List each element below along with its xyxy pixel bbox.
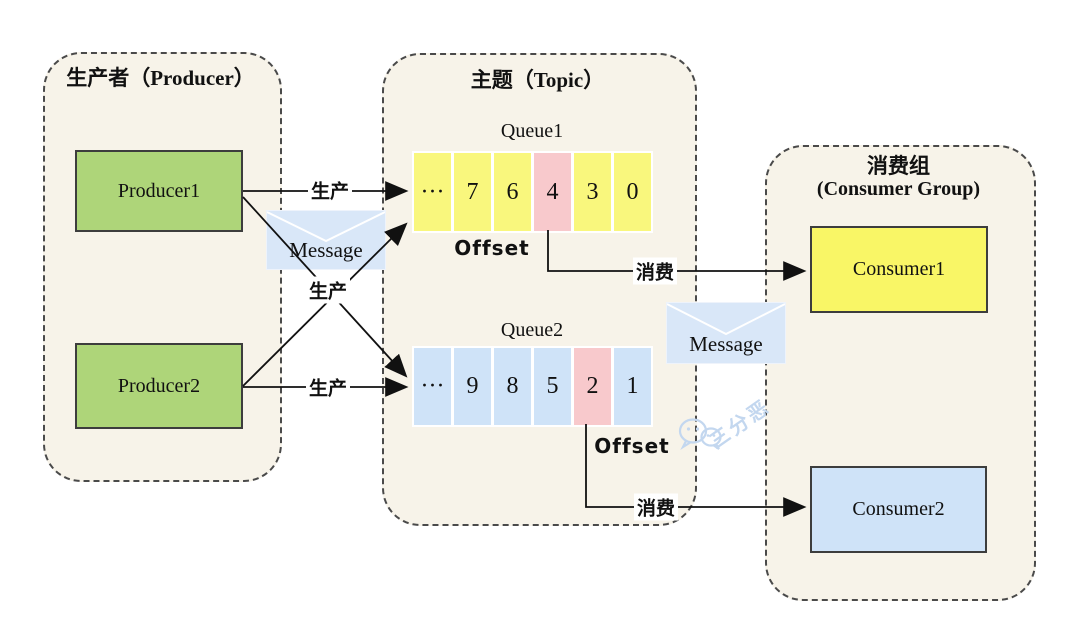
queue2-title: Queue2 xyxy=(500,319,564,341)
message-envelope-2: Message xyxy=(667,303,785,363)
consumer2-node: Consumer2 xyxy=(810,466,987,553)
topic-title: 主题（Topic） xyxy=(470,68,605,92)
queue2-cell: 8 xyxy=(494,348,531,425)
consumer2-label: Consumer2 xyxy=(852,498,945,520)
queue1-cell: 7 xyxy=(454,153,491,231)
producer1-label: Producer1 xyxy=(117,179,201,202)
produce-label-3: 生产 xyxy=(305,373,351,401)
queue1-cell: 6 xyxy=(494,153,531,231)
message-envelope-1: Message xyxy=(267,211,385,269)
queue2-offset-label: Offset xyxy=(594,434,670,458)
consumer-group-subtitle: (Consumer Group) xyxy=(816,178,981,200)
message-label: Message xyxy=(689,332,763,356)
produce-label-2: 生产 xyxy=(305,276,351,304)
consumer1-label: Consumer1 xyxy=(852,258,946,280)
queue1-offset-cell: 4 xyxy=(534,153,571,231)
produce-label-1: 生产 xyxy=(307,176,353,204)
queue2-cell: 1 xyxy=(614,348,651,425)
queue2-offset-cell: 2 xyxy=(574,348,611,425)
queue1-cell: 0 xyxy=(614,153,651,231)
consume-label-2: 消费 xyxy=(633,493,679,521)
producer2-label: Producer2 xyxy=(117,374,201,397)
queue1-row: ··· 7 6 4 3 0 xyxy=(412,151,653,233)
queue1-offset-label: Offset xyxy=(454,236,530,260)
queue2-cell: 5 xyxy=(534,348,571,425)
queue2-row: ··· 9 8 5 2 1 xyxy=(412,346,653,427)
queue1-cell: 3 xyxy=(574,153,611,231)
producer-group-title: 生产者（Producer） xyxy=(66,66,255,90)
queue2-cell: 9 xyxy=(454,348,491,425)
queue1-cell: ··· xyxy=(414,153,451,231)
consumer1-node: Consumer1 xyxy=(810,226,988,313)
envelope-flap-icon xyxy=(667,303,785,336)
producer1-node: Producer1 xyxy=(75,150,243,232)
queue1-title: Queue1 xyxy=(500,120,564,142)
message-label: Message xyxy=(289,238,363,262)
watermark: 三分恶 xyxy=(668,386,788,466)
queue2-cell: ··· xyxy=(414,348,451,425)
consume-label-1: 消费 xyxy=(632,257,678,285)
producer2-node: Producer2 xyxy=(75,343,243,429)
consumer-group-title: 消费组 xyxy=(867,154,930,178)
